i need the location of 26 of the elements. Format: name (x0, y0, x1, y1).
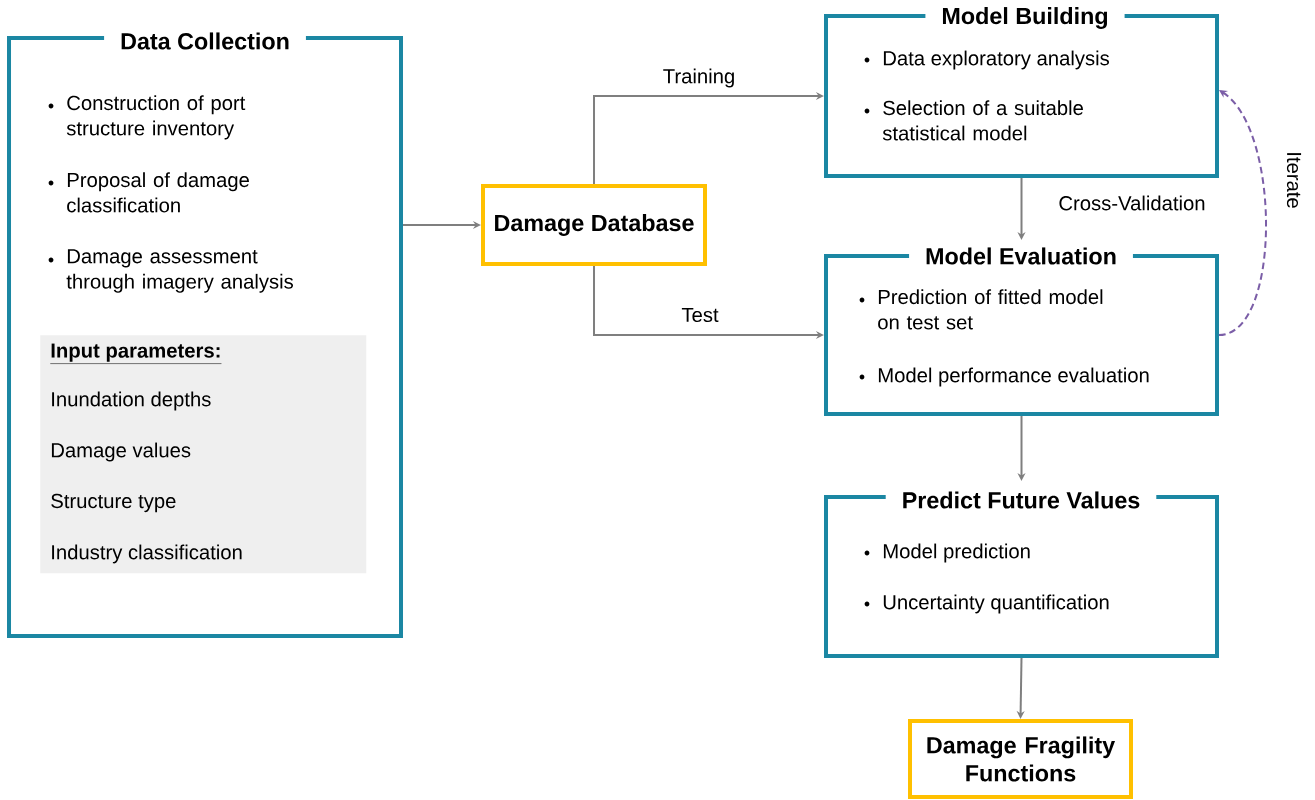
box-heading: Predict Future Values (885, 488, 1157, 512)
bullet-item: Proposal of damage classification (48, 172, 249, 213)
edge-label: Test (680, 306, 720, 324)
bullet-item: Damage assessment through imagery analysis (48, 249, 293, 293)
arrow (1218, 90, 1267, 336)
bullet-item: Data exploratory analysis (864, 50, 1109, 70)
parameter-item: Industry classification (52, 544, 242, 564)
box-heading: Data Collection (104, 29, 306, 53)
parameter-item: Damage values (51, 442, 191, 462)
edge-label: Iterate (1285, 149, 1303, 211)
bullet-item: Selection of a suitable statistical model (864, 100, 1083, 141)
edge-label: Cross-Validation (1057, 194, 1207, 212)
parameter-item: Inundation depths (52, 391, 211, 411)
result-box: Damage Fragility Functions (908, 719, 1133, 799)
bullet-item: Model performance evaluation (859, 367, 1149, 387)
box-heading: Model Building (925, 4, 1125, 32)
panel-heading: Input parameters: (50, 343, 222, 364)
parameter-item: Structure type (51, 493, 176, 513)
edge-label: Training (661, 67, 737, 89)
arrow (593, 91, 824, 185)
bullet-item: Uncertainty quantification (864, 594, 1109, 614)
result-box: Damage Database (481, 184, 707, 266)
bullet-item: Model prediction (864, 543, 1030, 563)
bullet-item: Prediction of fitted model on test set (859, 289, 1103, 330)
box-heading: Model Evaluation (909, 244, 1133, 268)
bullet-item: Construction of port structure inventory (48, 95, 246, 140)
